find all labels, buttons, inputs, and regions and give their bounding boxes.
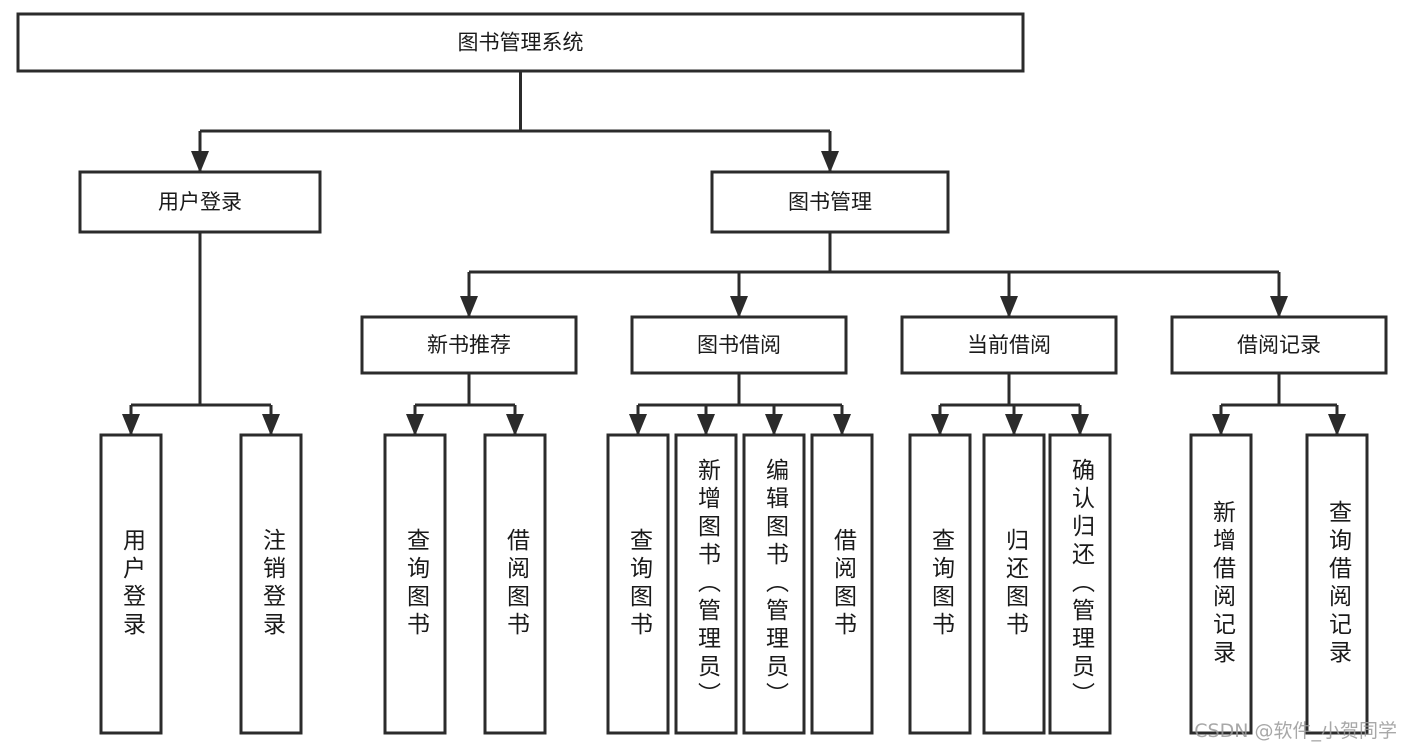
arrow-head-icon-leaf-borrow-do	[833, 414, 851, 436]
node-label-root: 图书管理系统	[458, 31, 584, 55]
node-label-borrow-record: 借阅记录	[1237, 333, 1321, 357]
node-label-new-book-rec: 新书推荐	[427, 333, 511, 357]
node-box-layer	[16, 12, 1388, 735]
node-label-book-borrow: 图书借阅	[697, 333, 781, 357]
node-label-current-borrow: 当前借阅	[967, 333, 1051, 357]
arrow-head-icon-leaf-borrow-query	[629, 414, 647, 436]
arrow-head-icon-borrow-record	[1270, 296, 1288, 318]
node-box-leaf-cur-return[interactable]	[982, 433, 1046, 735]
node-box-user-login[interactable]	[78, 170, 322, 234]
arrow-head-icon-leaf-borrow-add	[697, 414, 715, 436]
node-box-root[interactable]	[16, 12, 1025, 73]
node-label-book-manage: 图书管理	[788, 190, 872, 214]
node-box-leaf-user-logout[interactable]	[239, 433, 303, 735]
arrow-head-icon-leaf-rec-find	[1328, 414, 1346, 436]
arrow-head-icon-leaf-rec-borrow	[506, 414, 524, 436]
node-box-leaf-borrow-query[interactable]	[606, 433, 670, 735]
arrow-head-icon-leaf-rec-add	[1212, 414, 1230, 436]
node-box-leaf-cur-confirm[interactable]	[1048, 433, 1112, 735]
arrow-head-icon-book-manage	[821, 151, 839, 173]
connector-layer	[122, 71, 1346, 436]
csdn-watermark: CSDN @软件_小贺同学	[1194, 720, 1397, 742]
arrow-head-icon-leaf-cur-confirm	[1071, 414, 1089, 436]
arrow-head-icon-leaf-borrow-edit	[765, 414, 783, 436]
node-label-user-login: 用户登录	[158, 190, 242, 214]
arrow-head-icon-new-book-rec	[460, 296, 478, 318]
node-box-new-book-rec[interactable]	[360, 315, 578, 375]
node-box-current-borrow[interactable]	[900, 315, 1118, 375]
arrow-head-icon-leaf-rec-query	[406, 414, 424, 436]
arrow-head-icon-user-login	[191, 151, 209, 173]
arrow-head-icon-leaf-user-logout	[262, 414, 280, 436]
node-box-leaf-rec-add[interactable]	[1189, 433, 1253, 735]
arrow-head-icon-leaf-cur-return	[1005, 414, 1023, 436]
node-box-leaf-rec-borrow[interactable]	[483, 433, 547, 735]
node-box-leaf-borrow-do[interactable]	[810, 433, 874, 735]
arrow-head-icon-leaf-user-login	[122, 414, 140, 436]
node-box-leaf-cur-query[interactable]	[908, 433, 972, 735]
node-box-leaf-rec-find[interactable]	[1305, 433, 1369, 735]
node-box-leaf-borrow-add[interactable]	[674, 433, 738, 735]
node-box-book-manage[interactable]	[710, 170, 950, 234]
node-box-book-borrow[interactable]	[630, 315, 848, 375]
node-box-leaf-borrow-edit[interactable]	[742, 433, 806, 735]
node-box-leaf-user-login[interactable]	[99, 433, 163, 735]
arrow-head-icon-book-borrow	[730, 296, 748, 318]
node-box-borrow-record[interactable]	[1170, 315, 1388, 375]
node-box-leaf-rec-query[interactable]	[383, 433, 447, 735]
arrow-head-icon-leaf-cur-query	[931, 414, 949, 436]
arrow-head-icon-current-borrow	[1000, 296, 1018, 318]
